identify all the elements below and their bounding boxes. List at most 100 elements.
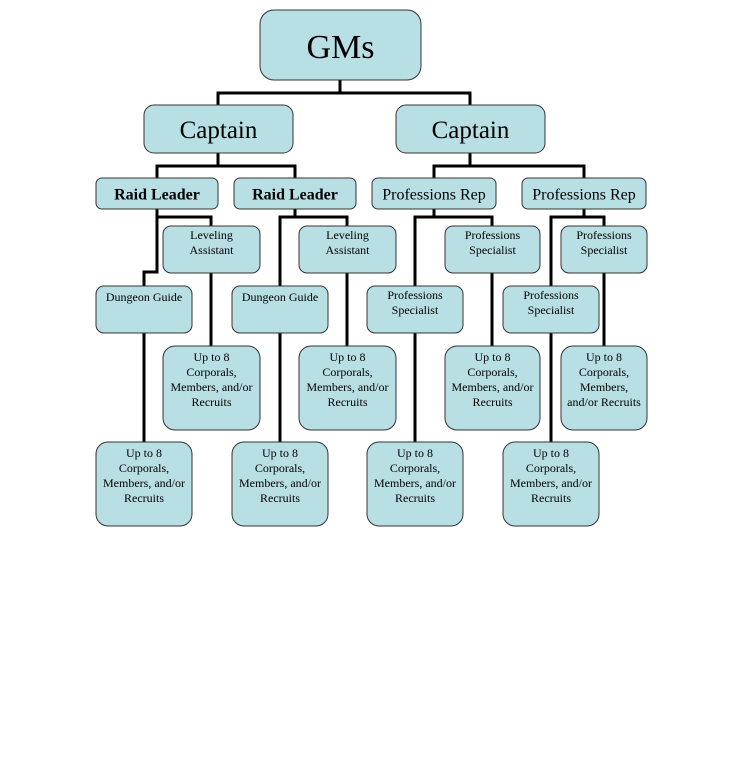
node-label: Members, and/or — [171, 380, 253, 394]
node-box — [395, 104, 546, 154]
node-label: Members, and/or — [103, 476, 185, 490]
node-label: GMs — [306, 29, 374, 66]
node-label: Up to 8 — [126, 446, 162, 460]
node-box — [521, 177, 647, 210]
connector-captain-1-to-raid-leader-1 — [155, 153, 220, 178]
node-box — [95, 177, 219, 210]
node-gms: GMs — [259, 9, 422, 81]
node-label: Members, and/or — [452, 380, 534, 394]
node-box — [233, 177, 357, 210]
node-box — [143, 104, 294, 154]
connector-captain-2-to-professions-rep-2 — [468, 153, 586, 178]
node-captain-1: Captain — [143, 104, 294, 154]
node-label: Assistant — [325, 243, 370, 257]
node-label: Specialist — [581, 243, 628, 257]
node-label: Corporals, — [467, 365, 517, 379]
node-label: Professions — [465, 228, 521, 242]
connector-professions-rep-1-to-professions-specialist-3 — [413, 209, 436, 286]
node-label: Leveling — [326, 228, 369, 242]
connector-professions-rep-2-to-professions-specialist-4 — [549, 209, 586, 286]
node-label: Corporals, — [390, 461, 440, 475]
node-label: Members, and/or — [239, 476, 321, 490]
node-label: Members, and/or — [374, 476, 456, 490]
node-label: Members, — [580, 380, 628, 394]
node-box — [162, 225, 261, 274]
node-label: Corporals, — [255, 461, 305, 475]
node-box — [95, 285, 193, 334]
node-label: Dungeon Guide — [106, 290, 182, 304]
node-label: Professions — [387, 288, 443, 302]
node-dungeon-guide-2: Dungeon Guide — [231, 285, 329, 334]
node-label: Up to 8 — [533, 446, 569, 460]
node-label: Members, and/or — [510, 476, 592, 490]
node-label: Specialist — [469, 243, 516, 257]
node-professions-rep-2: Professions Rep — [521, 177, 647, 210]
node-label: Up to 8 — [475, 350, 511, 364]
node-captain-2: Captain — [395, 104, 546, 154]
node-label: Up to 8 — [262, 446, 298, 460]
node-box — [162, 345, 261, 431]
node-label: Members, and/or — [307, 380, 389, 394]
connector-raid-leader-2-to-dungeon-guide-2 — [278, 209, 297, 286]
node-label: Captain — [180, 117, 258, 144]
node-label: Up to 8 — [397, 446, 433, 460]
connector-captain-1-to-raid-leader-2 — [216, 153, 297, 178]
node-raid-leader-2: Raid Leader — [233, 177, 357, 210]
node-label: Assistant — [189, 243, 234, 257]
node-label: Professions — [523, 288, 579, 302]
node-box — [231, 285, 329, 334]
node-label: Professions Rep — [382, 186, 486, 203]
node-label: and/or Recruits — [567, 395, 641, 409]
node-label: Recruits — [124, 491, 164, 505]
node-label: Raid Leader — [114, 186, 200, 203]
node-label: Professions — [576, 228, 632, 242]
node-label: Corporals, — [119, 461, 169, 475]
connector-gms-to-captain-2 — [338, 80, 472, 105]
node-label: Recruits — [531, 491, 571, 505]
node-box — [298, 345, 397, 431]
node-box — [298, 225, 397, 274]
connector-raid-leader-1-to-dungeon-guide-1 — [142, 209, 159, 286]
node-label: Corporals, — [186, 365, 236, 379]
node-label: Recruits — [473, 395, 513, 409]
node-label: Corporals, — [579, 365, 629, 379]
node-label: Specialist — [528, 303, 575, 317]
node-dungeon-guide-1: Dungeon Guide — [95, 285, 193, 334]
node-box — [444, 345, 541, 431]
connector-lines — [142, 80, 606, 442]
node-label: Dungeon Guide — [242, 290, 318, 304]
connector-professions-rep-1-to-professions-specialist-1 — [432, 209, 494, 226]
node-box — [444, 225, 541, 274]
node-label: Specialist — [392, 303, 439, 317]
node-raid-leader-1: Raid Leader — [95, 177, 219, 210]
node-label: Up to 8 — [586, 350, 622, 364]
connector-raid-leader-2-to-leveling-assistant-2 — [293, 209, 349, 226]
node-label: Corporals, — [322, 365, 372, 379]
node-box — [366, 441, 464, 527]
node-label: Recruits — [192, 395, 232, 409]
node-professions-rep-1: Professions Rep — [371, 177, 497, 210]
node-box — [502, 285, 600, 334]
node-label: Corporals, — [526, 461, 576, 475]
node-label: Professions Rep — [532, 186, 636, 203]
node-label: Leveling — [190, 228, 233, 242]
node-label: Recruits — [328, 395, 368, 409]
node-label: Recruits — [395, 491, 435, 505]
node-label: Up to 8 — [194, 350, 230, 364]
node-box — [502, 441, 600, 527]
connector-captain-2-to-professions-rep-1 — [432, 153, 472, 178]
